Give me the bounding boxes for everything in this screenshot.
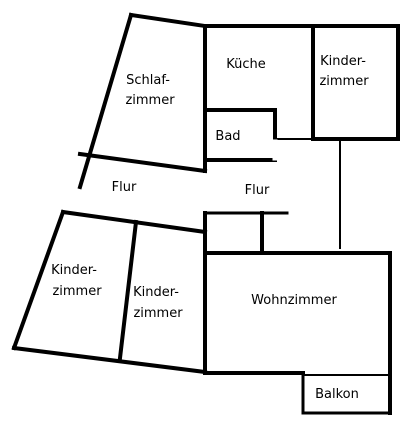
wall-outer-left-upper: [77, 12, 134, 190]
wall-schlafzimmer-bottom: [77, 151, 208, 174]
wall-outer-bottom-left: [11, 345, 208, 375]
label-kinderzimmer-left-line2: zimmer: [52, 284, 102, 299]
label-schlafzimmer-line1: Schlaf-: [126, 73, 170, 88]
label-balkon: Balkon: [315, 387, 359, 402]
label-flur-left: Flur: [112, 180, 137, 195]
label-bad: Bad: [215, 129, 240, 144]
label-kinderzimmer-top-line2: zimmer: [319, 74, 369, 89]
label-kueche: Küche: [226, 57, 266, 72]
label-flur-right: Flur: [245, 183, 270, 198]
label-kinderzimmer-left-line1: Kinder-: [51, 263, 97, 278]
label-kinderzimmer-top-line1: Kinder-: [320, 54, 366, 69]
room-labels: Schlaf- zimmer Küche Kinder- zimmer Bad …: [51, 54, 369, 402]
wall-kinder-lower-divider: [117, 219, 139, 361]
walls: [11, 12, 400, 415]
label-schlafzimmer-line2: zimmer: [125, 93, 175, 108]
label-wohnzimmer: Wohnzimmer: [251, 293, 337, 308]
label-kinderzimmer-mid-line2: zimmer: [133, 306, 183, 321]
wall-outer-left-lower: [11, 209, 66, 351]
label-kinderzimmer-mid-line1: Kinder-: [133, 285, 179, 300]
wall-schlafzimmer-top: [128, 12, 208, 29]
